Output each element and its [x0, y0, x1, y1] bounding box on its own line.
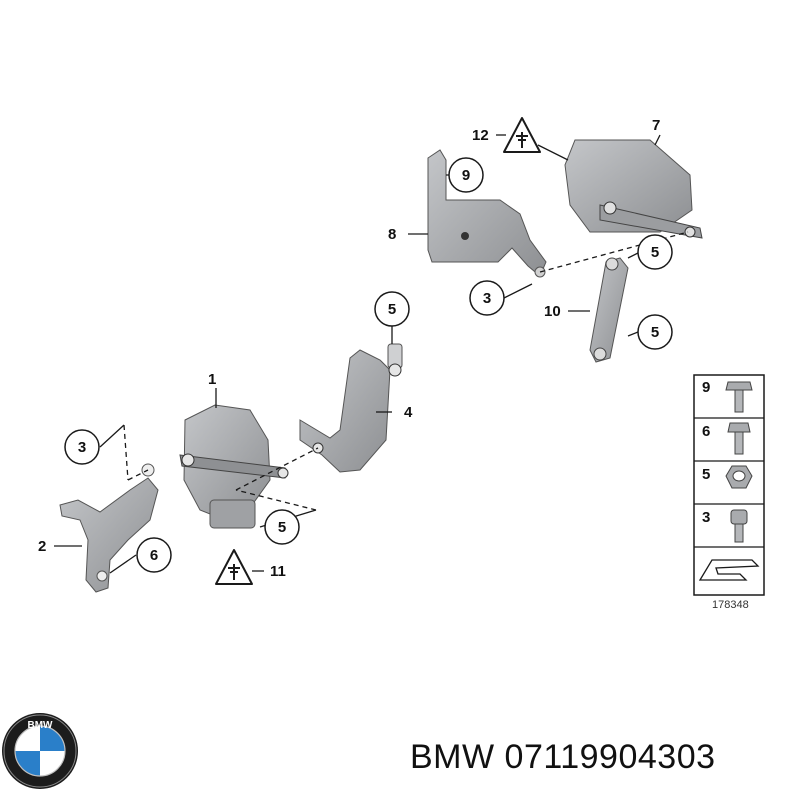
- svg-text:BMW: BMW: [28, 720, 54, 731]
- svg-text:5: 5: [278, 519, 286, 536]
- hex-nut-icon: [725, 465, 753, 489]
- legend-pointer-icon: [698, 559, 760, 581]
- legend-row-5: 5: [702, 465, 753, 489]
- svg-text:5: 5: [651, 244, 659, 261]
- callout-10: 10: [544, 303, 561, 320]
- callout-2: 2: [38, 538, 46, 555]
- svg-text:6: 6: [150, 547, 158, 564]
- callout-5-lower: 5: [264, 509, 300, 545]
- svg-text:12: 12: [472, 127, 489, 144]
- callout-5-upper-a: 5: [637, 234, 673, 270]
- svg-text:1: 1: [208, 371, 216, 388]
- svg-text:8: 8: [388, 226, 396, 243]
- callout-4: 4: [404, 404, 413, 421]
- level-sensor-part-1: [179, 404, 289, 529]
- callout-5-mid: 5: [374, 291, 410, 327]
- diagram-reference-number: 178348: [712, 599, 749, 611]
- svg-text:9: 9: [702, 379, 710, 396]
- bmw-logo: BMW: [2, 713, 78, 789]
- legend-row-9: 9: [702, 379, 753, 413]
- svg-text:11: 11: [270, 563, 286, 580]
- svg-text:10: 10: [544, 303, 561, 320]
- link-part-4: [299, 343, 403, 473]
- svg-text:3: 3: [702, 509, 710, 526]
- svg-text:5: 5: [388, 301, 396, 318]
- fastener-legend: 9 6 5 3: [693, 374, 765, 611]
- bracket-part-2: [59, 463, 159, 593]
- bracket-part-8: [427, 149, 547, 278]
- svg-text:6: 6: [702, 423, 710, 440]
- connector-warning-icon-12: [503, 117, 541, 153]
- svg-text:7: 7: [652, 117, 660, 134]
- svg-text:5: 5: [651, 324, 659, 341]
- legend-row-3: 3: [702, 509, 748, 543]
- callout-12: 12: [472, 127, 489, 144]
- svg-text:2: 2: [38, 538, 46, 555]
- callout-7: 7: [652, 117, 660, 134]
- part-number-caption: BMW 07119904303: [410, 738, 716, 776]
- socket-screw-icon: [730, 509, 748, 543]
- callout-3-upper: 3: [469, 280, 505, 316]
- callout-1: 1: [208, 371, 216, 388]
- connector-warning-icon-11: [215, 549, 253, 585]
- hex-bolt-icon: [727, 422, 751, 455]
- svg-text:4: 4: [404, 404, 413, 421]
- legend-row-6: 6: [702, 422, 751, 455]
- callout-9: 9: [448, 157, 484, 193]
- level-sensor-part-7: [564, 139, 703, 239]
- callout-3-lower: 3: [64, 429, 100, 465]
- svg-text:9: 9: [462, 167, 470, 184]
- flange-bolt-icon: [725, 381, 753, 413]
- callout-11: 11: [270, 563, 286, 580]
- svg-text:3: 3: [78, 439, 86, 456]
- callout-6: 6: [136, 537, 172, 573]
- link-rod-part-10: [589, 257, 629, 363]
- callout-8: 8: [388, 226, 396, 243]
- callout-5-upper-b: 5: [637, 314, 673, 350]
- svg-text:3: 3: [483, 290, 491, 307]
- svg-text:5: 5: [702, 466, 710, 483]
